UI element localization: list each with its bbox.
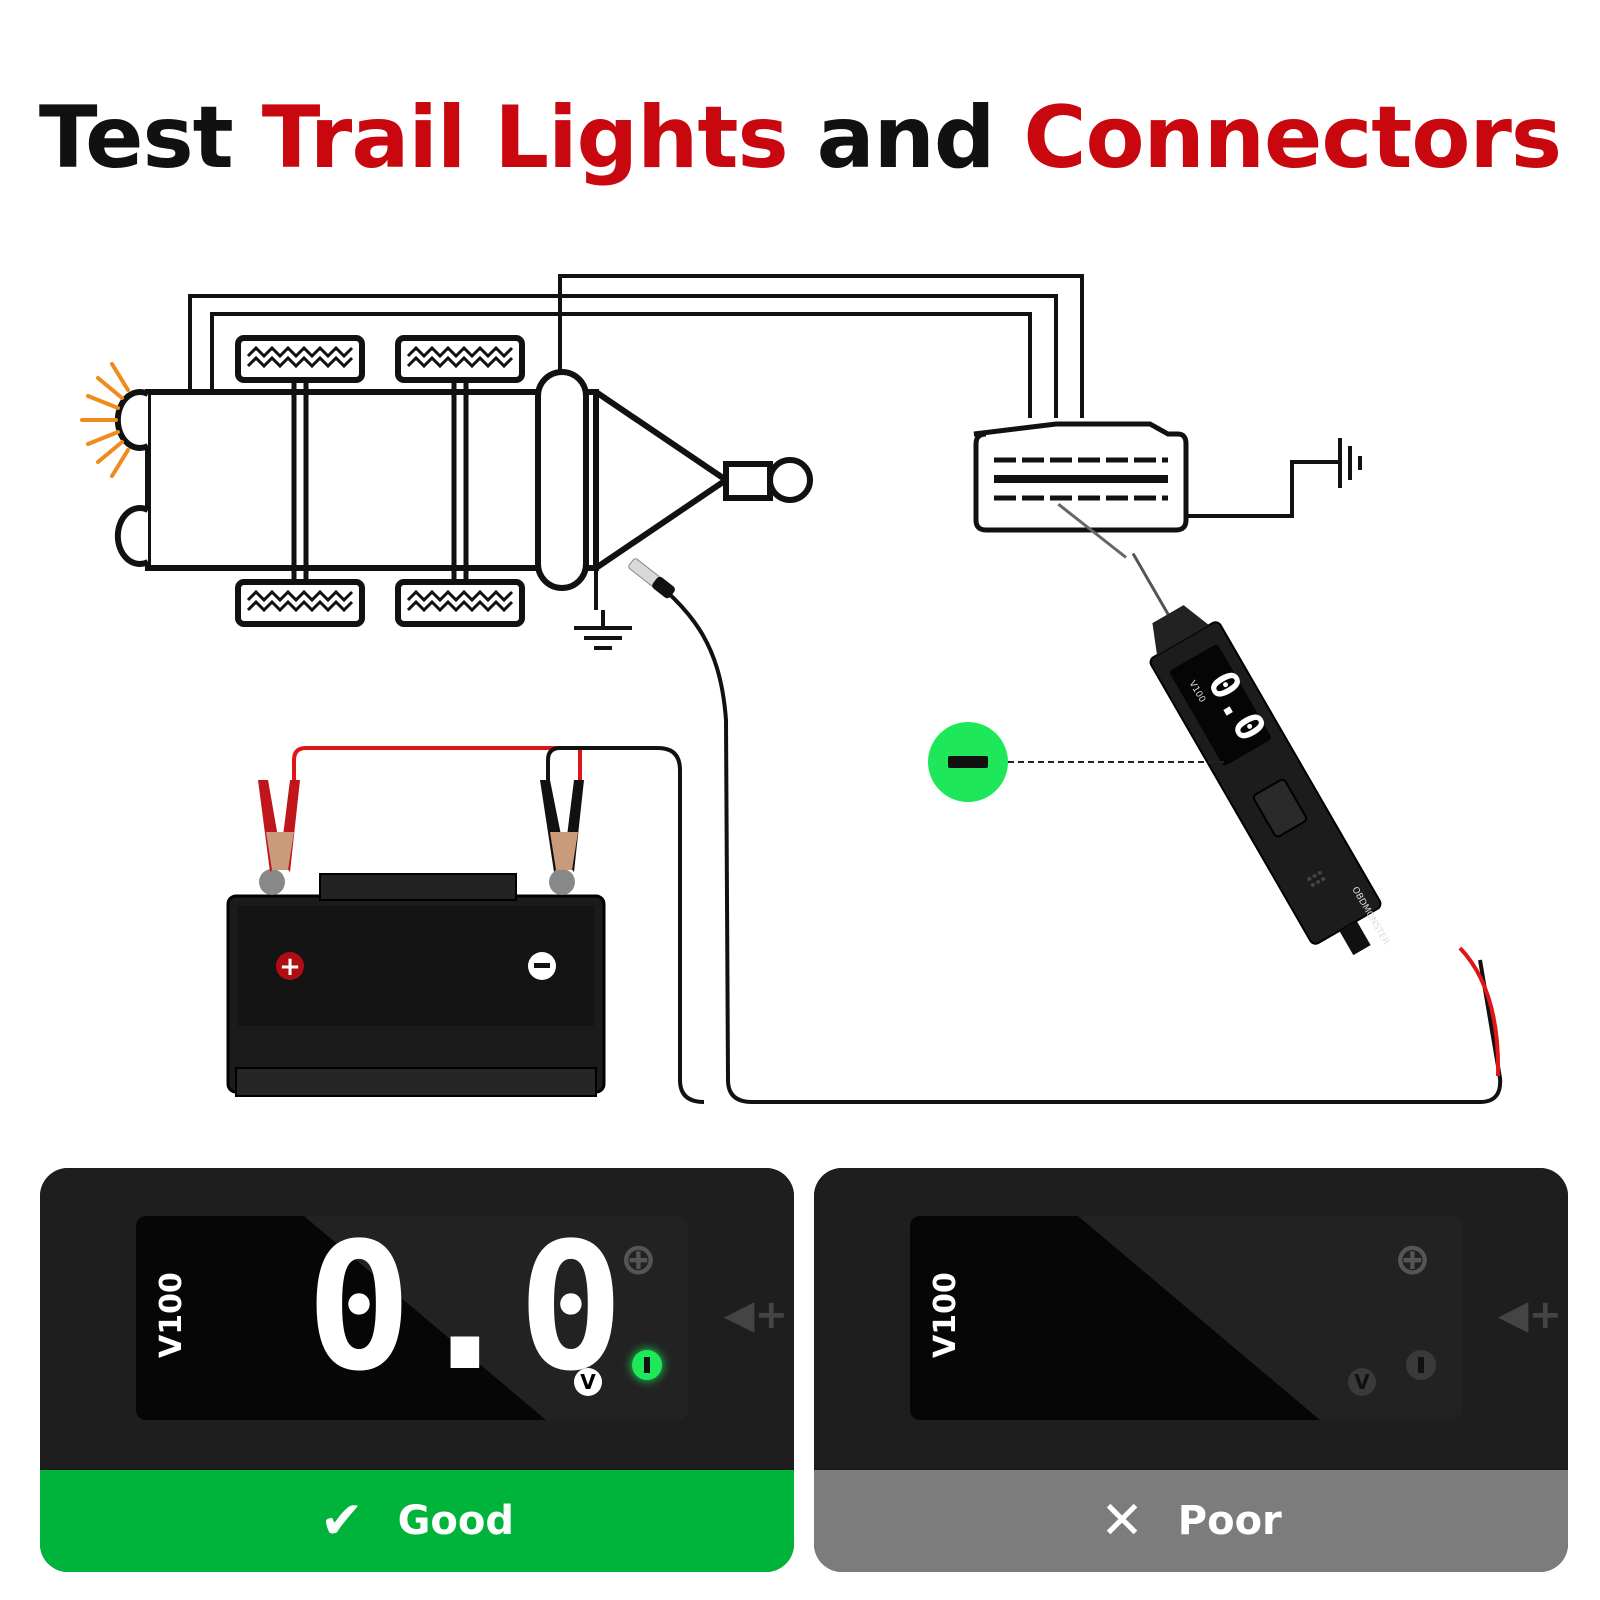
screen-glare — [1078, 1216, 1462, 1420]
battery-black-lead — [546, 746, 705, 1104]
good-status-label: Good — [397, 1498, 514, 1544]
svg-text:+: + — [279, 952, 301, 982]
plus-icon: ⊕ — [620, 1234, 657, 1285]
good-display-screen: V100 0.0 V ⊕ — [136, 1216, 688, 1420]
plus-icon: ⊕ — [1394, 1234, 1431, 1285]
trailer-connector — [973, 421, 1189, 533]
battery-clamp-black — [540, 780, 584, 872]
title-part-test: Test — [38, 88, 262, 188]
ground-clip-wire — [640, 568, 1503, 1104]
volt-unit-badge: V — [1348, 1368, 1376, 1396]
minus-icon — [948, 756, 988, 768]
minus-status-icon — [1406, 1350, 1436, 1380]
wheels — [235, 335, 525, 627]
probe-arrow-icon: ◀+ — [723, 1292, 788, 1338]
tail-light-rays — [80, 362, 130, 478]
battery-clamp-red — [258, 780, 300, 872]
ground-symbol-connector — [1186, 438, 1362, 518]
ground-symbol-trailer — [574, 610, 632, 650]
probe-arrow-icon: ◀+ — [1497, 1292, 1562, 1338]
panel-model-label: V100 — [154, 1272, 189, 1358]
hitch — [723, 457, 813, 503]
circuit-diagram: + 0.0 V100 OBDMONSTER — [80, 274, 1503, 1104]
alligator-clip-small — [628, 558, 675, 599]
panel-model-label: V100 — [928, 1272, 963, 1358]
cross-icon: ✕ — [1100, 1491, 1144, 1551]
axles — [291, 380, 469, 582]
power-switch[interactable] — [1252, 778, 1308, 838]
battery: + — [226, 869, 606, 1097]
tester-cable-red — [1458, 946, 1501, 1077]
title-part-connectors: Connectors — [1023, 88, 1562, 188]
checkmark-icon: ✔ — [319, 1491, 364, 1551]
page-title: Test Trail Lights and Connectors — [0, 88, 1600, 188]
good-status-bar: ✔ Good — [40, 1470, 794, 1572]
minus-status-icon — [632, 1350, 662, 1380]
good-result-panel: V100 0.0 V ⊕ ◀+ ✔ Good — [40, 1168, 794, 1572]
title-part-trail-lights: Trail Lights — [261, 88, 789, 188]
panel-reading: 0.0 — [306, 1216, 624, 1410]
poor-status-label: Poor — [1177, 1498, 1282, 1544]
poor-result-panel: V100 V ⊕ ◀+ ✕ Poor — [814, 1168, 1568, 1572]
circuit-tester: 0.0 V100 OBDMONSTER — [1057, 503, 1391, 956]
title-part-and: and — [787, 88, 1024, 188]
trailer — [114, 369, 728, 610]
speaker-grille — [1307, 870, 1326, 887]
volt-unit-badge: V — [574, 1368, 602, 1396]
poor-status-bar: ✕ Poor — [814, 1470, 1568, 1572]
battery-red-lead — [292, 746, 582, 800]
poor-display-screen: V100 V ⊕ — [910, 1216, 1462, 1420]
